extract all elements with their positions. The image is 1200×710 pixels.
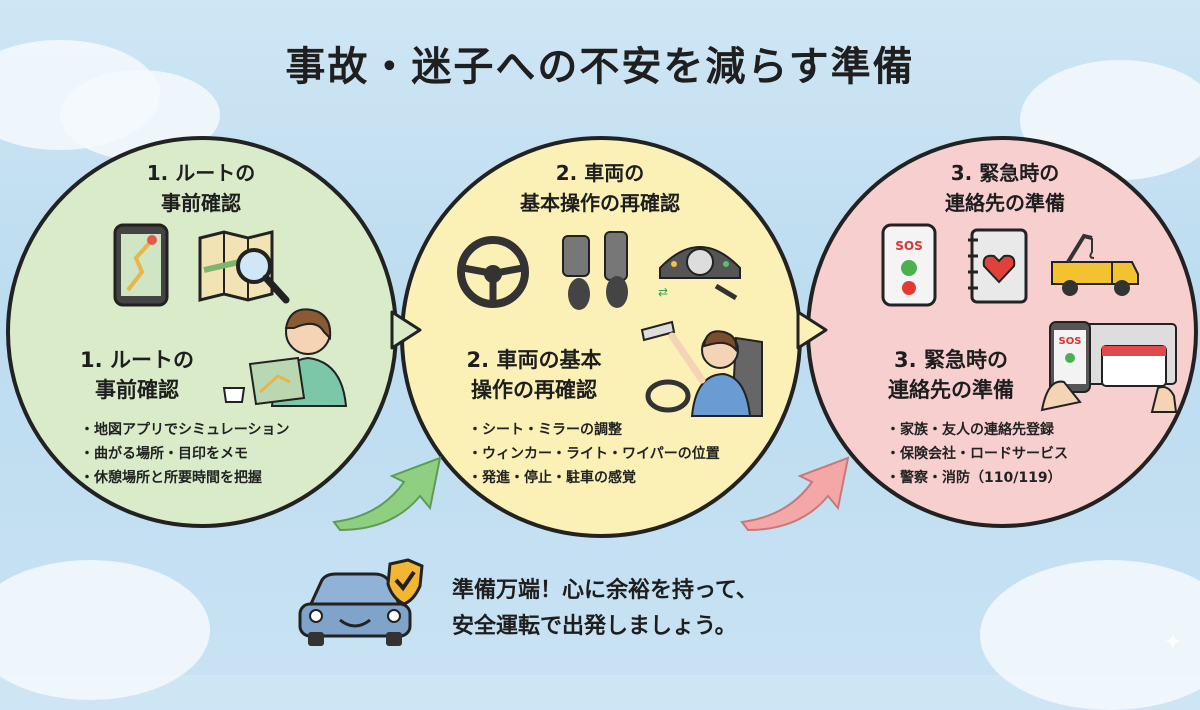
subheading-line: 2. 車両の基本 [466, 348, 602, 372]
list-item: 保険会社・ロードサービス [886, 442, 1068, 466]
phone-and-card-illustration: SOS [1040, 321, 1178, 413]
subheading-line: 連絡先の準備 [888, 378, 1014, 402]
list-item: 曲がる場所・目印をメモ [80, 442, 289, 466]
cloud [0, 560, 210, 700]
list-item: ウィンカー・ライト・ワイパーの位置 [468, 442, 720, 466]
heading-line: 2. 車両の [555, 161, 645, 185]
step-emergency-heading: 3. 緊急時の 連絡先の準備 [890, 158, 1120, 218]
subheading-line: 操作の再確認 [471, 378, 597, 402]
connector-arrow-2 [796, 310, 828, 350]
dashboard-icon: ⇄ [658, 246, 741, 300]
page-title: 事故・迷子への不安を減らす準備 [285, 44, 915, 90]
heading-line: 1. ルートの [146, 161, 256, 185]
card-sos-label: SOS [1059, 336, 1082, 347]
step-vehicle-subheading: 2. 車両の基本 操作の再確認 [444, 345, 624, 405]
pink-curved-arrow [740, 456, 850, 532]
footer-line-2: 安全運転で出発しましょう。 [452, 614, 737, 639]
list-item: 地図アプリでシミュレーション [80, 418, 289, 442]
subheading-line: 1. ルートの [80, 348, 194, 372]
step-emergency-bullets: 家族・友人の連絡先登録 保険会社・ロードサービス 警察・消防（110/119） [886, 418, 1068, 490]
person-tablet-illustration [222, 308, 348, 407]
list-item: 警察・消防（110/119） [886, 466, 1068, 490]
tow-truck-icon [1051, 233, 1139, 296]
footer-message: 準備万端！心に余裕を持って、 安全運転で出発しましょう。 [452, 573, 758, 645]
heading-line: 基本操作の再確認 [520, 191, 680, 215]
map-magnifier-icon [198, 230, 290, 304]
footer-line-1: 準備万端！心に余裕を持って、 [452, 578, 758, 603]
subheading-line: 事前確認 [95, 378, 179, 402]
step-route-heading: 1. ルートの 事前確認 [96, 158, 306, 218]
list-item: 家族・友人の連絡先登録 [886, 418, 1068, 442]
car-shield-icon [298, 558, 424, 646]
step-emergency-subheading: 3. 緊急時の 連絡先の準備 [866, 345, 1036, 405]
address-book-heart-icon [968, 228, 1028, 304]
step-vehicle-heading: 2. 車両の 基本操作の再確認 [470, 158, 730, 218]
step-route-subheading: 1. ルートの 事前確認 [62, 345, 212, 405]
steering-wheel-icon [457, 236, 529, 308]
heading-line: 事前確認 [161, 191, 241, 215]
sparkle-icon: ✦ [1163, 630, 1182, 655]
subheading-line: 3. 緊急時の [894, 348, 1008, 372]
list-item: 発進・停止・駐車の感覚 [468, 466, 720, 490]
map-phone-icon [113, 223, 169, 307]
connector-arrow-1 [390, 310, 422, 350]
heading-line: 3. 緊急時の [950, 161, 1060, 185]
list-item: シート・ミラーの調整 [468, 418, 720, 442]
list-item: 休憩場所と所要時間を把握 [80, 466, 289, 490]
sos-label: SOS [895, 239, 923, 253]
driver-illustration [640, 320, 763, 417]
sos-phone-icon: SOS [881, 223, 937, 307]
pedals-icon [562, 231, 628, 310]
heading-line: 連絡先の準備 [945, 191, 1065, 215]
svg-text:⇄: ⇄ [658, 285, 668, 299]
green-curved-arrow [332, 456, 442, 532]
step-vehicle-bullets: シート・ミラーの調整 ウィンカー・ライト・ワイパーの位置 発進・停止・駐車の感覚 [468, 418, 720, 490]
step-route-bullets: 地図アプリでシミュレーション 曲がる場所・目印をメモ 休憩場所と所要時間を把握 [80, 418, 289, 490]
